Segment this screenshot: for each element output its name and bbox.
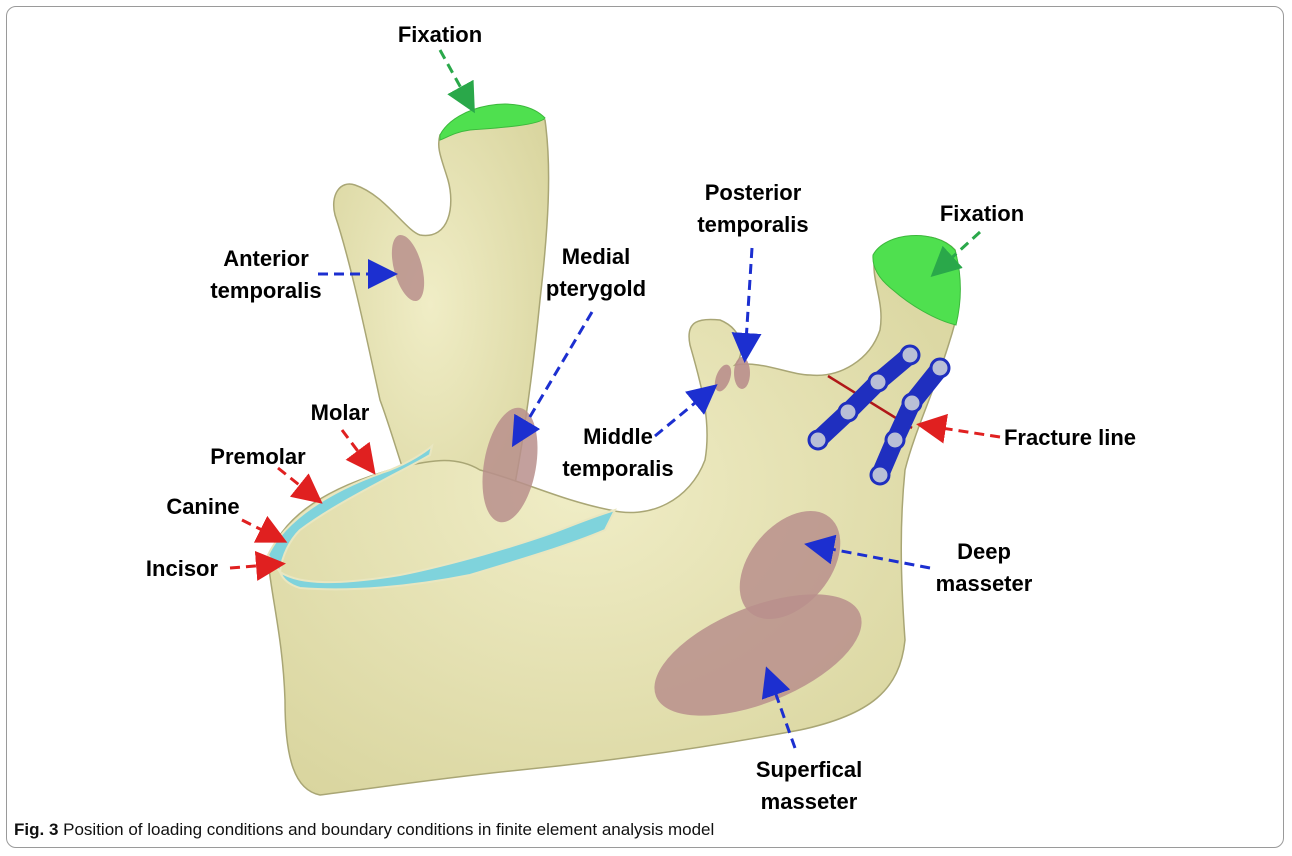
posterior-temporalis-region xyxy=(734,357,750,389)
label-fixation-right: Fixation xyxy=(940,201,1024,226)
caption-text: Position of loading conditions and bound… xyxy=(63,820,714,839)
label-premolar: Premolar xyxy=(210,444,306,469)
figure-number: Fig. 3 xyxy=(14,820,58,839)
label-posterior-temporalis-2: temporalis xyxy=(697,212,808,237)
figure-caption: Fig. 3 Position of loading conditions an… xyxy=(14,820,714,840)
label-medial-pterygoid-1: Medial xyxy=(562,244,630,269)
label-anterior-temporalis-1: Anterior xyxy=(223,246,309,271)
label-molar: Molar xyxy=(311,400,370,425)
label-posterior-temporalis-1: Posterior xyxy=(705,180,802,205)
label-canine: Canine xyxy=(166,494,239,519)
premolar-arrow xyxy=(278,468,318,500)
label-fracture-line: Fracture line xyxy=(1004,425,1136,450)
label-anterior-temporalis-2: temporalis xyxy=(210,278,321,303)
posterior-temporalis-arrow xyxy=(745,248,752,357)
molar-arrow xyxy=(342,430,372,470)
label-deep-masseter-2: masseter xyxy=(936,571,1033,596)
fixation-left-arrow xyxy=(440,50,472,108)
label-incisor: Incisor xyxy=(146,556,219,581)
label-middle-temporalis-2: temporalis xyxy=(562,456,673,481)
label-fixation-left: Fixation xyxy=(398,22,482,47)
label-deep-masseter-1: Deep xyxy=(957,539,1011,564)
label-middle-temporalis-1: Middle xyxy=(583,424,653,449)
label-superficial-masseter-1: Superfical xyxy=(756,757,862,782)
label-superficial-masseter-2: masseter xyxy=(761,789,858,814)
canine-arrow xyxy=(242,520,282,540)
fracture-line-arrow xyxy=(922,425,1000,437)
label-medial-pterygoid-2: pterygold xyxy=(546,276,646,301)
